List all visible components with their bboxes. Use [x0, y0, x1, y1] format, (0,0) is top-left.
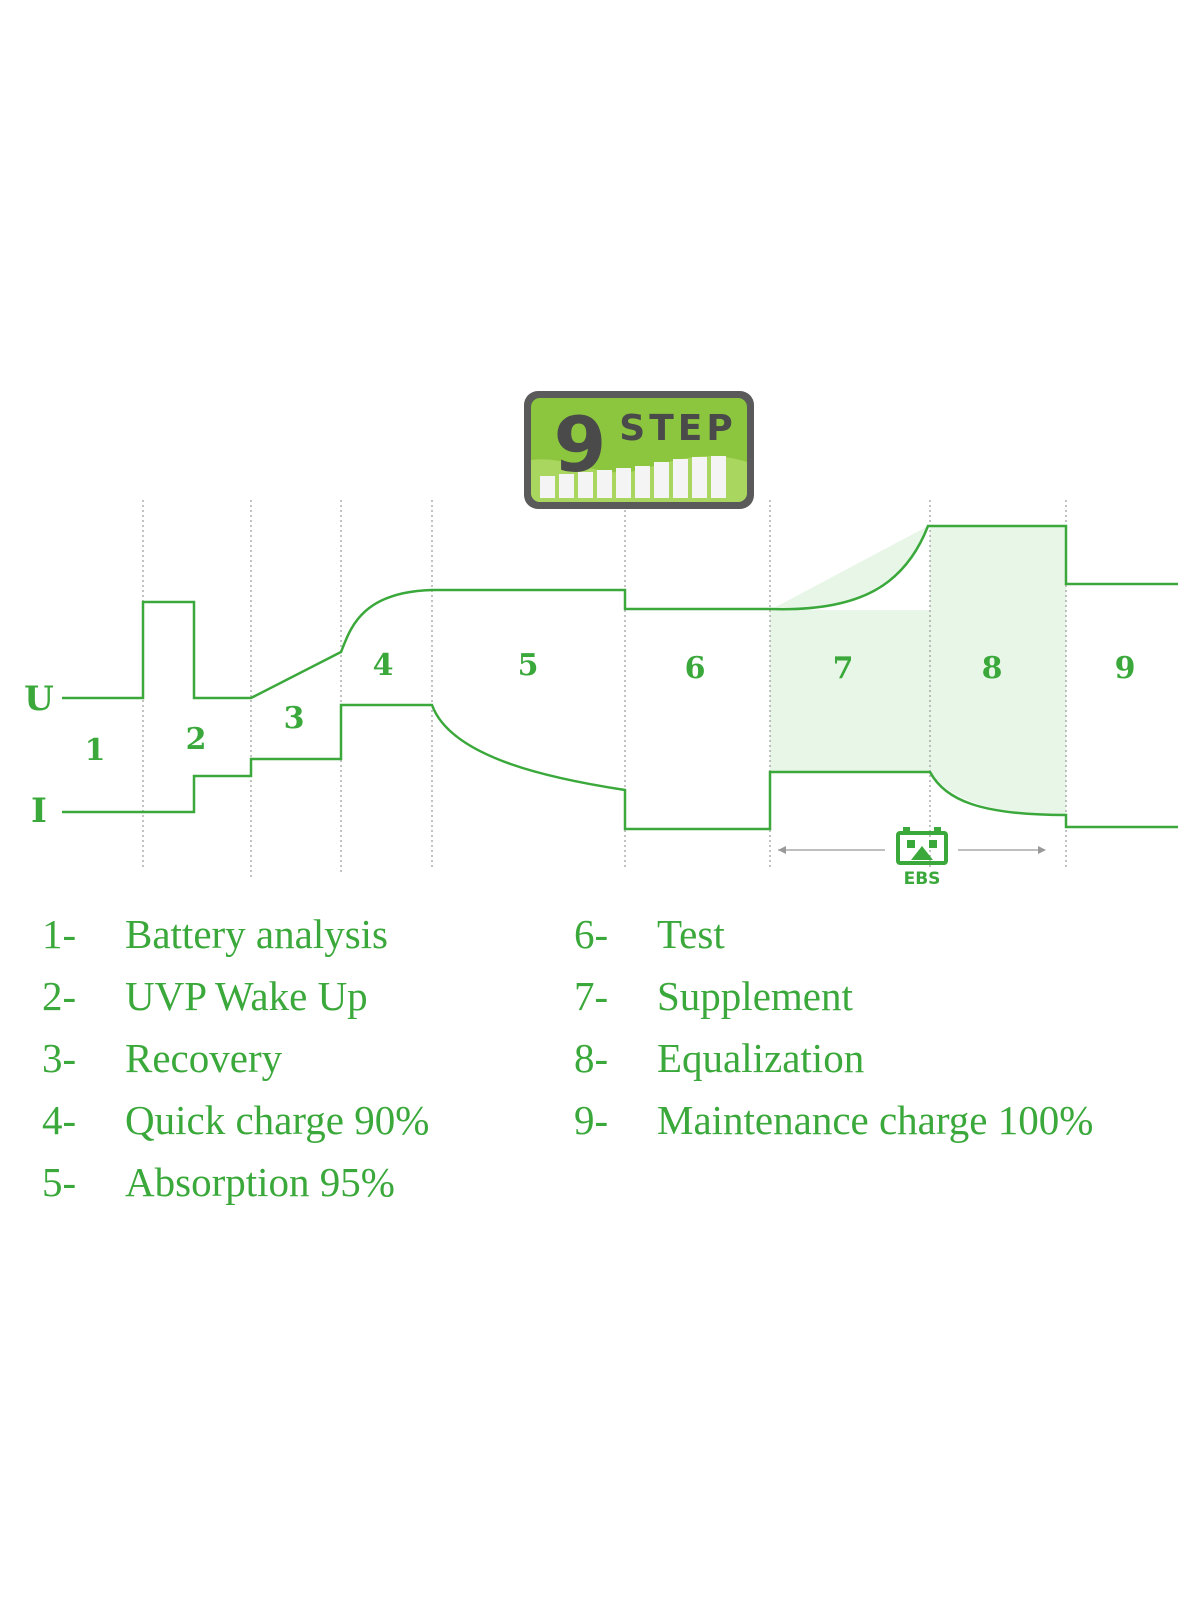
legend-item-6: 6- Test: [574, 910, 1174, 972]
stage-number-5: 5: [518, 648, 539, 683]
legend-label: UVP Wake Up: [125, 973, 368, 1019]
badge-bars: [540, 456, 726, 498]
stage-number-6: 6: [685, 651, 706, 686]
legend-item-5: 5- Absorption 95%: [42, 1158, 642, 1220]
badge-word: STEP: [619, 408, 736, 449]
stage-number-9: 9: [1115, 651, 1136, 686]
legend-label: Supplement: [657, 973, 853, 1019]
voltage-axis-label: U: [24, 679, 54, 719]
legend-number: 1-: [42, 911, 77, 957]
battery-icon: [896, 827, 948, 865]
legend-item-1: 1- Battery analysis: [42, 910, 642, 972]
legend-number: 8-: [574, 1035, 609, 1081]
legend-number: 2-: [42, 973, 77, 1019]
ebs-arrowhead-right: [1038, 846, 1046, 854]
legend-number: 3-: [42, 1035, 77, 1081]
stage-number-4: 4: [373, 648, 394, 683]
legend-number: 4-: [42, 1097, 77, 1143]
ebs-label: EBS: [904, 869, 941, 889]
stage-number-1: 1: [85, 733, 106, 768]
current-axis-label: I: [31, 791, 47, 831]
legend-label: Battery analysis: [125, 911, 389, 957]
legend-item-7: 7- Supplement: [574, 972, 1174, 1034]
legend-number: 7-: [574, 973, 609, 1019]
badge-number: 9: [554, 400, 607, 489]
legend-label: Maintenance charge 100%: [657, 1097, 1094, 1143]
nine-step-badge: 9 STEP: [524, 391, 754, 509]
legend-item-2: 2- UVP Wake Up: [42, 972, 642, 1034]
ebs-shaded-area-top: [770, 525, 930, 611]
legend-number: 5-: [42, 1159, 77, 1205]
legend-item-8: 8- Equalization: [574, 1034, 1174, 1096]
legend-label: Quick charge 90%: [125, 1097, 430, 1143]
legend-item-4: 4- Quick charge 90%: [42, 1096, 642, 1158]
stage-number-3: 3: [284, 701, 305, 736]
ebs-arrowhead-left: [778, 846, 786, 854]
ebs-indicator: EBS: [778, 827, 1046, 889]
stage-legend: 1- Battery analysis 2- UVP Wake Up 3- Re…: [0, 910, 1200, 1230]
legend-label: Test: [657, 911, 725, 957]
charging-diagram: U I 1 2 3 4 5 6 7 8 9 EBS: [24, 391, 1178, 889]
stage-numbers: 1 2 3 4 5 6 7 8 9: [85, 648, 1136, 768]
stage-number-2: 2: [186, 722, 207, 757]
current-curve: [62, 703, 1178, 831]
legend-label: Absorption 95%: [125, 1159, 395, 1205]
stage-number-8: 8: [982, 651, 1003, 686]
legend-item-9: 9- Maintenance charge 100%: [574, 1096, 1174, 1158]
voltage-curve: [62, 524, 1178, 700]
ebs-shaded-area: [770, 525, 1066, 815]
legend-number: 9-: [574, 1097, 609, 1143]
legend-number: 6-: [574, 911, 609, 957]
legend-label: Recovery: [125, 1035, 283, 1081]
legend-item-3: 3- Recovery: [42, 1034, 642, 1096]
stage-number-7: 7: [833, 651, 854, 686]
legend-label: Equalization: [657, 1035, 865, 1081]
